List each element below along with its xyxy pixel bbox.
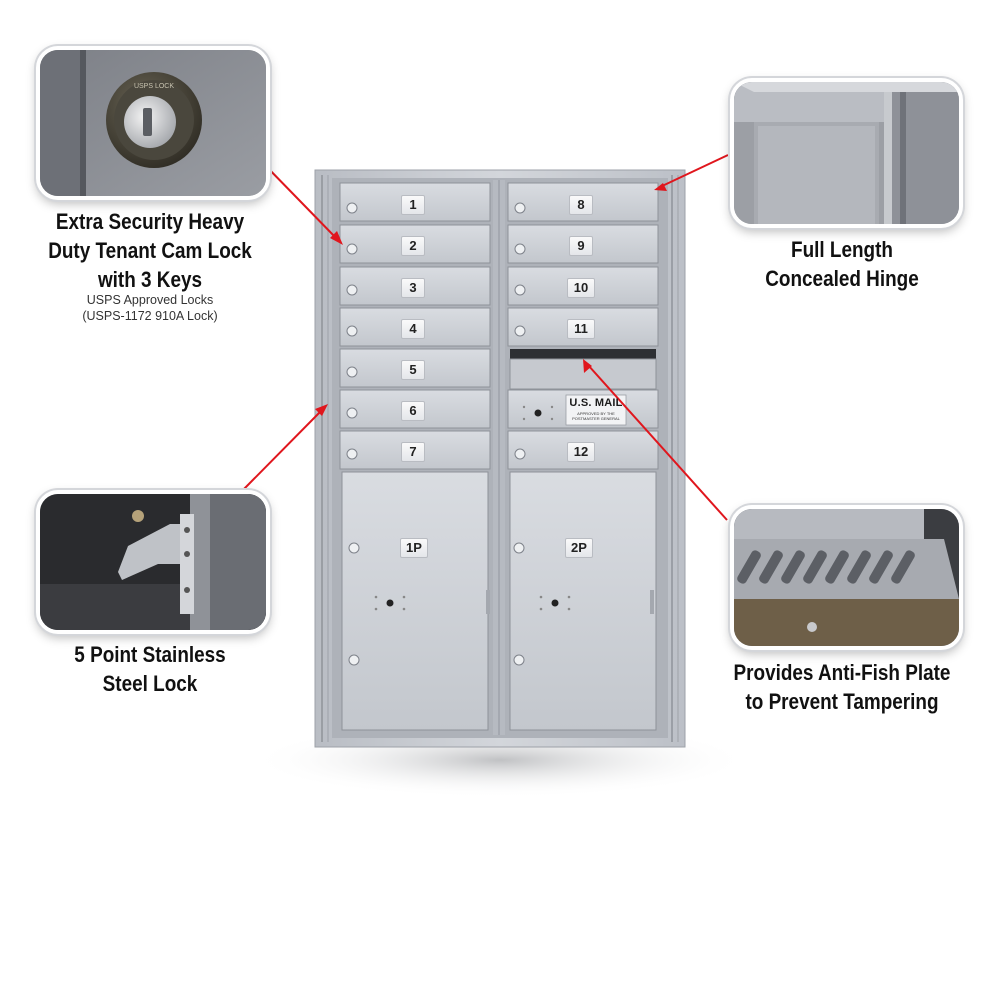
hinge-caption: Full Length Concealed Hinge (765, 237, 919, 291)
door-number-label: 9 (569, 236, 593, 256)
concealed-hinge-closeup (730, 78, 963, 228)
door-number-label: 8 (569, 195, 593, 215)
us-mail-title: U.S. MAIL (569, 397, 623, 409)
us-mail-fine-print: APPROVED BY THE POSTMASTER GENERAL (572, 411, 620, 421)
door-number-label: 7 (401, 442, 425, 462)
parcel-locker-label: 1P (400, 538, 428, 558)
left-door-column (339, 182, 491, 731)
parcel-locker-1p-door (341, 471, 489, 731)
us-mail-plate (565, 394, 627, 426)
door-number-label: 10 (567, 278, 595, 298)
parcel-locker-label: 2P (565, 538, 593, 558)
door-lock-icons (346, 202, 526, 666)
door-number-label: 4 (401, 319, 425, 339)
door-number-label: 5 (401, 360, 425, 380)
cam-lock-subcaption: USPS Approved Locks (USPS-1172 910A Lock… (82, 293, 218, 323)
door-number-label: 11 (567, 319, 595, 339)
anti-fish-caption: Provides Anti-Fish Plate to Prevent Tamp… (733, 660, 951, 714)
door-number-label: 1 (401, 195, 425, 215)
anti-fish-plate-closeup (730, 505, 963, 650)
door-number-label: 2 (401, 236, 425, 256)
door-number-label: 3 (401, 278, 425, 298)
outgoing-mail-slot (510, 349, 656, 359)
door-number-label: 6 (401, 401, 425, 421)
parcel-key-plates (374, 405, 571, 611)
cam-lock-caption: Extra Security Heavy Duty Tenant Cam Loc… (48, 209, 252, 292)
lock-engraving-text: USPS LOCK (134, 83, 174, 90)
callout-arrows (242, 154, 729, 521)
door-number-label: 12 (567, 442, 595, 462)
stainless-lock-closeup (36, 490, 270, 634)
stainless-lock-caption: 5 Point Stainless Steel Lock (74, 642, 226, 696)
right-door-column (507, 182, 659, 731)
cam-lock-closeup: USPS LOCK (36, 46, 270, 200)
parcel-locker-2p-door (509, 471, 657, 731)
